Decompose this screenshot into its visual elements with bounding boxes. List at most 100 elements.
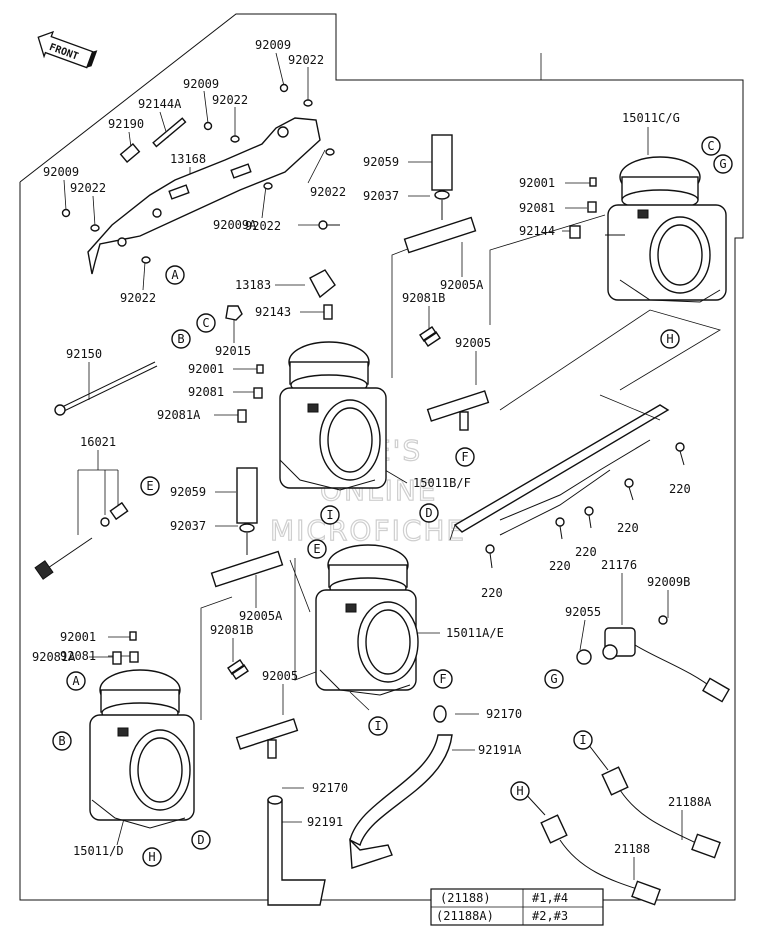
svg-text:92005A: 92005A bbox=[440, 278, 484, 292]
svg-text:92081: 92081 bbox=[519, 201, 555, 215]
idle-adjuster-cable bbox=[34, 501, 129, 580]
svg-text:21176: 21176 bbox=[601, 558, 637, 572]
svg-text:92150: 92150 bbox=[66, 347, 102, 361]
svg-text:92022: 92022 bbox=[212, 93, 248, 107]
svg-text:92081B: 92081B bbox=[210, 623, 253, 637]
svg-text:E: E bbox=[146, 479, 153, 493]
svg-text:92143: 92143 bbox=[255, 305, 291, 319]
svg-text:13183: 13183 bbox=[235, 278, 271, 292]
svg-text:92059: 92059 bbox=[363, 155, 399, 169]
svg-text:I: I bbox=[579, 733, 586, 747]
screws-220 bbox=[485, 442, 685, 569]
svg-text:92191A: 92191A bbox=[478, 743, 522, 757]
svg-text:21188A: 21188A bbox=[668, 795, 712, 809]
svg-text:92022: 92022 bbox=[120, 291, 156, 305]
svg-text:H: H bbox=[516, 784, 523, 798]
carburetor-a-e bbox=[315, 544, 419, 696]
mounting-bracket bbox=[87, 117, 321, 275]
assembly-border bbox=[19, 13, 744, 901]
svg-text:92059: 92059 bbox=[170, 485, 206, 499]
svg-text:92001: 92001 bbox=[188, 362, 224, 376]
svg-text:92144A: 92144A bbox=[138, 97, 182, 111]
carburetor-c-g bbox=[605, 156, 727, 303]
svg-text:MICROFICHE: MICROFICHE bbox=[270, 514, 466, 547]
svg-text:C: C bbox=[707, 139, 714, 153]
table-cell: (21188) bbox=[440, 891, 491, 905]
svg-text:21188: 21188 bbox=[614, 842, 650, 856]
svg-text:13168: 13168 bbox=[170, 152, 206, 166]
connecting-plate bbox=[449, 394, 670, 541]
svg-text:92015: 92015 bbox=[215, 344, 251, 358]
carburetor-d bbox=[89, 669, 195, 829]
svg-text:92170: 92170 bbox=[486, 707, 522, 721]
svg-text:220: 220 bbox=[575, 545, 597, 559]
svg-text:C: C bbox=[202, 316, 209, 330]
svg-text:G: G bbox=[550, 672, 557, 686]
svg-text:I: I bbox=[326, 508, 333, 522]
part-labels-lower: 92081 92081A 92081A 92005 15011/D 92170 … bbox=[32, 558, 712, 858]
svg-text:E: E bbox=[313, 542, 320, 556]
front-arrow-icon: FRONT bbox=[37, 30, 98, 69]
svg-text:A: A bbox=[72, 674, 80, 688]
svg-text:92144: 92144 bbox=[519, 224, 555, 238]
svg-text:92022: 92022 bbox=[310, 185, 346, 199]
svg-text:B: B bbox=[58, 734, 65, 748]
applicability-table: (21188) #1,#4 (21188A) #2,#3 bbox=[430, 888, 604, 926]
carburetor-b-f bbox=[279, 341, 387, 491]
svg-text:92009: 92009 bbox=[43, 165, 79, 179]
svg-text:16021: 16021 bbox=[80, 435, 116, 449]
svg-text:H: H bbox=[148, 850, 155, 864]
svg-text:92022: 92022 bbox=[288, 53, 324, 67]
svg-text:15011B/F: 15011B/F bbox=[413, 476, 471, 490]
svg-text:15011C/G: 15011C/G bbox=[622, 111, 680, 125]
fasteners bbox=[54, 83, 597, 665]
svg-text:92005A: 92005A bbox=[239, 609, 283, 623]
wiring-sensors bbox=[521, 739, 721, 906]
table-cell: #2,#3 bbox=[532, 909, 568, 923]
svg-text:92170: 92170 bbox=[312, 781, 348, 795]
svg-text:220: 220 bbox=[617, 521, 639, 535]
svg-text:G: G bbox=[719, 157, 726, 171]
table-cell: #1,#4 bbox=[532, 891, 568, 905]
svg-text:220: 220 bbox=[549, 559, 571, 573]
svg-text:I: I bbox=[374, 719, 381, 733]
svg-text:92081: 92081 bbox=[60, 649, 96, 663]
callouts: C G A B C H E F I D E A B F I G I H D H bbox=[52, 136, 733, 867]
svg-text:92081B: 92081B bbox=[402, 291, 445, 305]
svg-text:220: 220 bbox=[669, 482, 691, 496]
fuel-joints bbox=[210, 134, 490, 759]
svg-text:92009: 92009 bbox=[255, 38, 291, 52]
svg-text:15011/D: 15011/D bbox=[73, 844, 124, 858]
svg-text:92081A: 92081A bbox=[157, 408, 201, 422]
svg-text:F: F bbox=[461, 450, 468, 464]
svg-text:B: B bbox=[177, 332, 184, 346]
part-labels: 92009 92022 92009 92022 92144A 92190 131… bbox=[43, 38, 691, 644]
svg-text:15011A/E: 15011A/E bbox=[446, 626, 504, 640]
svg-text:92022: 92022 bbox=[70, 181, 106, 195]
svg-text:92190: 92190 bbox=[108, 117, 144, 131]
fuel-hoses bbox=[267, 705, 453, 906]
svg-text:92009B: 92009B bbox=[647, 575, 690, 589]
table-cell: (21188A) bbox=[436, 909, 494, 923]
svg-text:92037: 92037 bbox=[363, 189, 399, 203]
svg-text:92191: 92191 bbox=[307, 815, 343, 829]
svg-text:92009A: 92009A bbox=[213, 218, 257, 232]
svg-text:220: 220 bbox=[481, 586, 503, 600]
svg-text:92005: 92005 bbox=[262, 669, 298, 683]
svg-text:A: A bbox=[171, 268, 179, 282]
svg-text:F: F bbox=[439, 672, 446, 686]
svg-text:92081: 92081 bbox=[188, 385, 224, 399]
svg-text:92005: 92005 bbox=[455, 336, 491, 350]
svg-text:92022: 92022 bbox=[245, 219, 281, 233]
svg-text:92001: 92001 bbox=[519, 176, 555, 190]
svg-text:92081A: 92081A bbox=[32, 650, 76, 664]
svg-text:92055: 92055 bbox=[565, 605, 601, 619]
svg-text:92001: 92001 bbox=[60, 630, 96, 644]
svg-text:92037: 92037 bbox=[170, 519, 206, 533]
throttle-sensor bbox=[576, 615, 730, 703]
svg-text:H: H bbox=[666, 332, 673, 346]
svg-text:D: D bbox=[425, 506, 432, 520]
svg-text:92009: 92009 bbox=[183, 77, 219, 91]
svg-text:D: D bbox=[197, 833, 204, 847]
